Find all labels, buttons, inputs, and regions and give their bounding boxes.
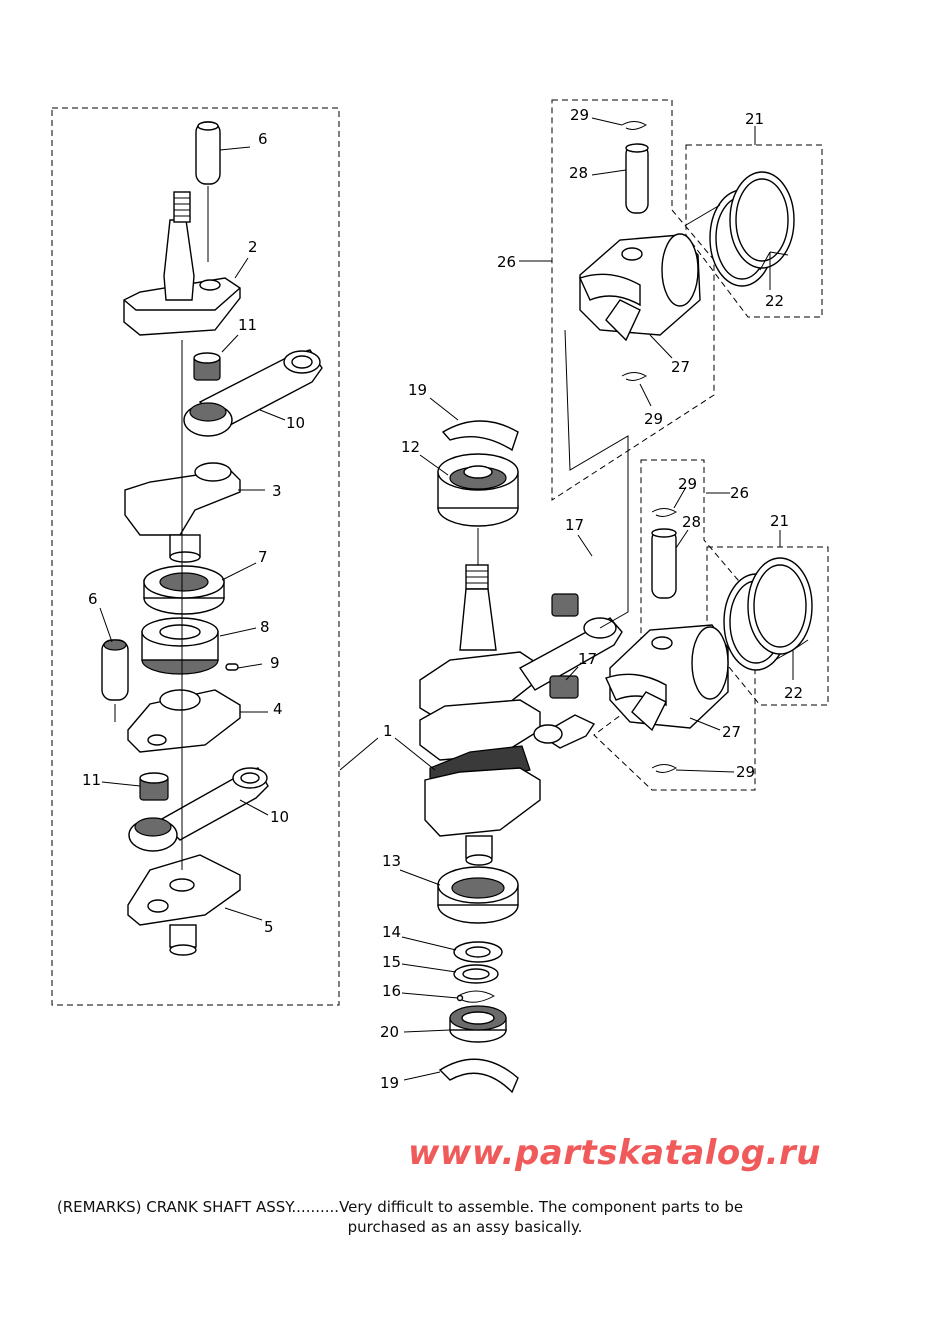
callout-19-lower: 19 [380,1074,399,1092]
callout-6-upper: 6 [258,130,268,148]
callout-2: 2 [248,238,258,256]
labyrinth-seal [141,617,219,675]
callout-26-upper: 26 [497,253,516,271]
remarks-line-1: (REMARKS) CRANK SHAFT ASSY..........Very… [56,1198,744,1216]
callout-20: 20 [380,1023,399,1041]
bottom-crank-web [127,854,241,956]
half-ring-lower [438,1058,519,1094]
callout-14: 14 [382,923,401,941]
callout-19-upper: 19 [408,381,427,399]
remarks-line-2: purchased as an assy basically. [347,1218,583,1236]
callout-21-lower: 21 [770,512,789,530]
callout-29-c: 29 [678,475,697,493]
piston-upper [579,233,701,342]
callout-22-lower: 22 [784,684,803,702]
dowel-pin [225,663,239,671]
callout-11-lower: 11 [82,771,101,789]
piston-rings-upper [709,171,795,287]
callout-26-lower: 26 [730,484,749,502]
callout-22-upper: 22 [765,292,784,310]
piston-clip-upper-top [621,121,647,130]
callout-13: 13 [382,852,401,870]
piston-pin-lower [651,528,677,599]
callout-1: 1 [383,722,393,740]
crank-pin-lower [101,639,129,722]
callout-29-d: 29 [736,763,755,781]
ring-box-upper [685,144,823,318]
callout-29-a: 29 [570,106,589,124]
piston-clip-lower-bottom [651,764,677,773]
upper-ball-bearing [437,453,519,527]
callout-8: 8 [260,618,270,636]
callout-11-upper: 11 [238,316,257,334]
callout-27-lower: 27 [722,723,741,741]
callout-4: 4 [273,700,283,718]
callout-3: 3 [272,482,282,500]
callout-9: 9 [270,654,280,672]
piston-rings-lower [723,557,813,671]
upper-crank-web [123,191,241,336]
needle-bearing-upper [193,352,221,381]
callout-12: 12 [401,438,420,456]
piston-lower [605,624,729,732]
needle-bearing-lower [139,772,169,801]
watermark-url[interactable]: www.partskatalog.ru [408,1133,822,1173]
lower-ball-bearing [437,866,519,924]
remarks-text: (REMARKS) CRANK SHAFT ASSY..........Very… [0,1197,940,1237]
connecting-rod-lower [128,767,269,852]
piston-clip-lower-top [651,508,677,517]
ring-box-lower [706,546,829,706]
half-ring-upper [441,420,519,452]
shim [453,964,499,984]
callout-17-upper: 17 [565,516,584,534]
callout-6-lower: 6 [88,590,98,608]
leader-lines [99,117,809,1081]
callout-10-lower: 10 [270,808,289,826]
crankshaft-components-box [51,107,340,1006]
callout-27-upper: 27 [671,358,690,376]
oil-seal [449,1005,507,1043]
callout-5: 5 [264,918,274,936]
main-ball-bearing [143,565,225,615]
callout-28-upper: 28 [569,164,588,182]
crank-web-lower-a [127,689,241,753]
callout-29-b: 29 [644,410,663,428]
callout-10-upper: 10 [286,414,305,432]
circlip-lower [456,990,496,1003]
callout-7: 7 [258,548,268,566]
piston-pin-upper [625,143,649,214]
callout-17-lower: 17 [578,650,597,668]
crank-pin-upper [195,121,221,262]
piston-clip-upper-bottom [621,372,647,381]
callout-28-lower: 28 [682,513,701,531]
callout-16: 16 [382,982,401,1000]
washer [453,941,503,963]
crankshaft-assembly [419,564,623,866]
callout-15: 15 [382,953,401,971]
connecting-rod-upper [183,349,323,437]
callout-21-upper: 21 [745,110,764,128]
